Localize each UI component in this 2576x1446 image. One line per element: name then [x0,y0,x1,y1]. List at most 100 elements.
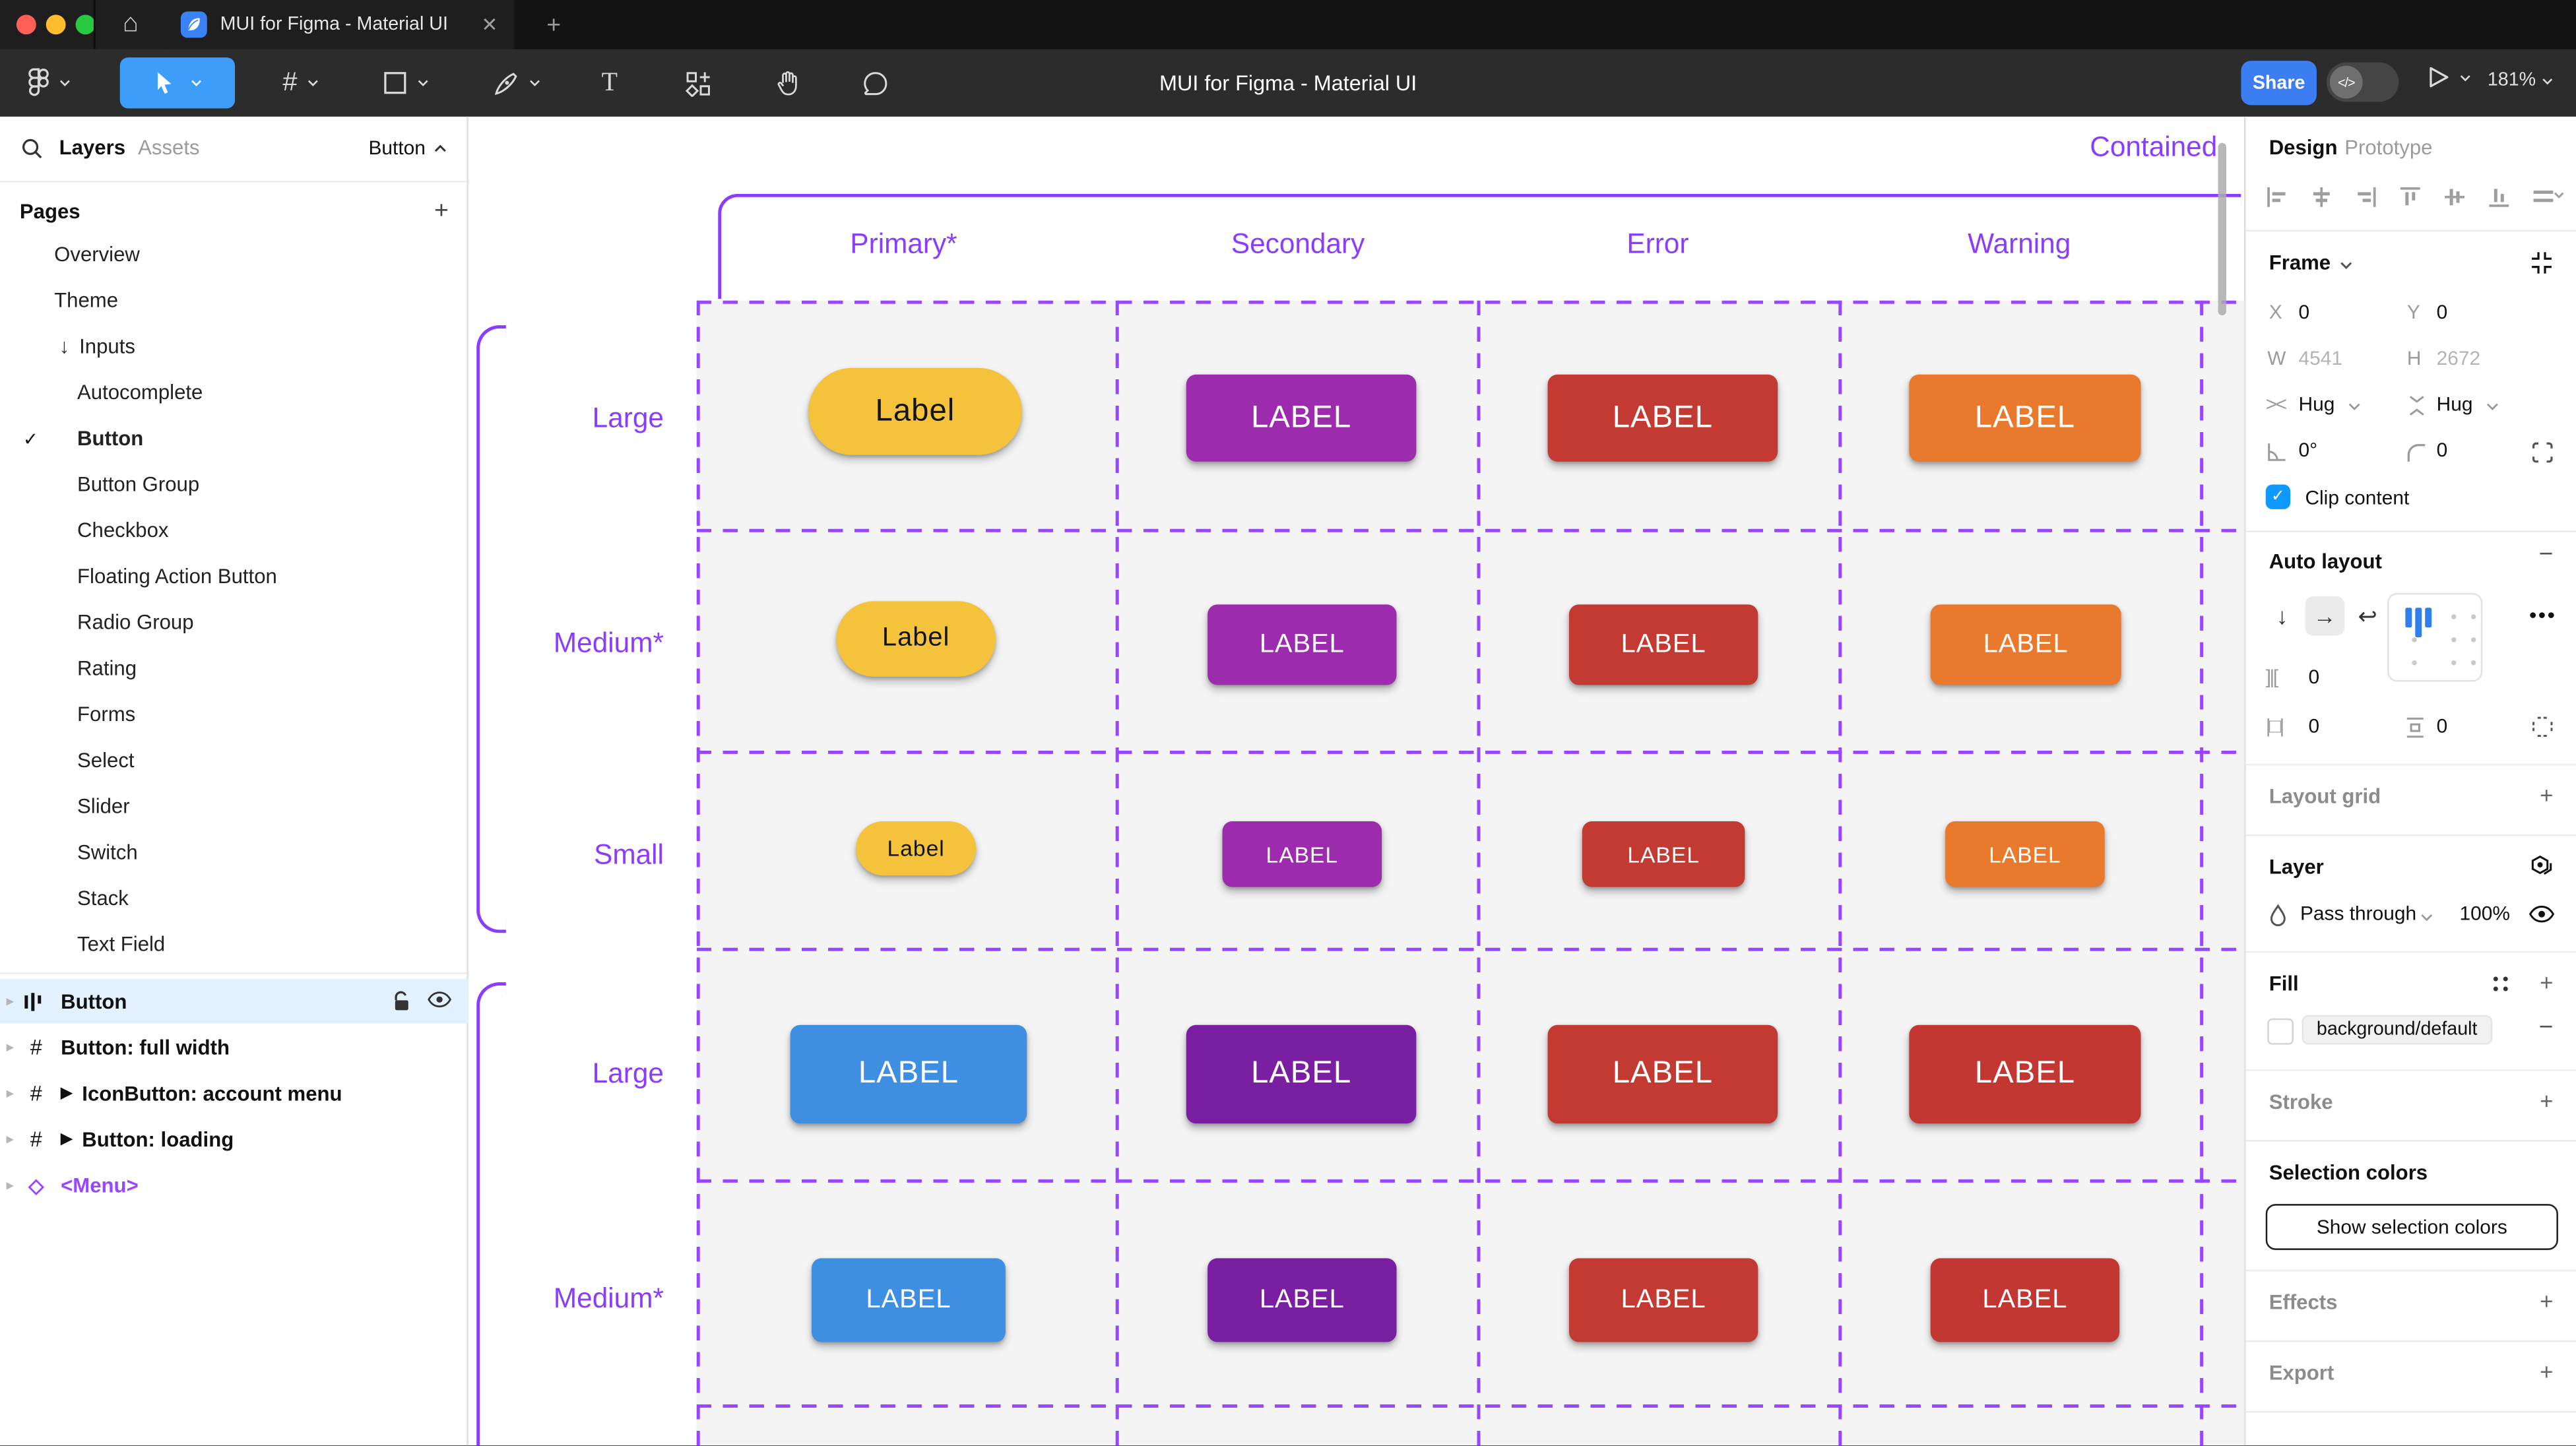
show-selection-colors-button[interactable]: Show selection colors [2266,1204,2558,1250]
main-menu-button[interactable] [13,57,86,108]
window-minimize-button[interactable] [46,15,66,34]
independent-corners-icon[interactable] [2532,442,2553,463]
auto-layout-more-button[interactable]: ••• [2529,603,2556,627]
width-input[interactable]: 4541 [2299,346,2342,369]
window-close-button[interactable] [16,15,36,34]
canvas-button-medium-error[interactable]: LABEL [1569,1258,1758,1342]
canvas[interactable]: Contained Primary*SecondaryErrorWarning … [468,117,2245,1445]
blend-mode-icon[interactable] [2528,854,2553,879]
sidebar-page-rating[interactable]: Rating [0,646,468,692]
disclosure-chevron-icon[interactable]: ▸ [7,1132,23,1147]
add-stroke-button[interactable]: + [2540,1087,2553,1114]
canvas-button-medium-primary[interactable]: Label [836,601,996,677]
sidebar-page-autocomplete[interactable]: Autocomplete [0,369,468,416]
layout-horizontal-button[interactable]: → [2305,596,2344,636]
y-input[interactable]: 0 [2437,301,2448,324]
layer-row-iconbutton-account-menu[interactable]: ▸#▶IconButton: account menu [0,1071,468,1115]
frame-title[interactable]: Contained [2090,131,2217,164]
x-input[interactable]: 0 [2299,301,2310,324]
canvas-button-large-primary[interactable]: LABEL [790,1025,1027,1123]
align-right-icon[interactable] [2354,185,2377,208]
distribute-icon[interactable] [2532,185,2565,208]
zoom-level-dropdown[interactable]: 181% [2488,71,2554,90]
disclosure-chevron-icon[interactable]: ▸ [7,1040,23,1054]
tab-design[interactable]: Design [2269,137,2338,160]
frame-tool-button[interactable]: # [263,57,338,108]
lock-open-icon[interactable] [393,990,410,1011]
tab-assets[interactable]: Assets [138,137,199,160]
instance-expand-icon[interactable]: ▶ [61,1130,72,1148]
sidebar-page-select[interactable]: Select [0,738,468,784]
dev-mode-toggle[interactable]: </> [2327,63,2399,102]
tab-close-icon[interactable]: ✕ [481,13,498,36]
canvas-button-large-warning[interactable]: LABEL [1909,1025,2141,1123]
layer-row-button-full-width[interactable]: ▸#Button: full width [0,1025,468,1069]
canvas-button-large-warning[interactable]: LABEL [1909,375,2141,462]
canvas-button-medium-error[interactable]: LABEL [1569,604,1758,685]
add-page-button[interactable]: + [434,197,449,225]
canvas-button-small-secondary[interactable]: LABEL [1223,821,1382,887]
canvas-button-medium-warning[interactable]: LABEL [1931,1258,2119,1342]
padding-v-input[interactable]: 0 [2437,714,2448,738]
canvas-scrollbar[interactable] [2218,143,2226,315]
clip-content-checkbox[interactable]: ✓ [2266,485,2290,509]
layer-row-button-loading[interactable]: ▸#▶Button: loading [0,1117,468,1161]
resources-tool-button[interactable] [670,57,726,108]
padding-h-input[interactable]: 0 [2308,714,2319,738]
canvas-button-large-secondary[interactable]: LABEL [1186,1025,1417,1123]
page-selector[interactable]: Button [368,137,447,160]
canvas-button-small-primary[interactable]: Label [856,821,976,875]
layout-wrap-button[interactable]: ↩ [2348,596,2387,636]
sidebar-page-text-field[interactable]: Text Field [0,922,468,968]
canvas-button-medium-secondary[interactable]: LABEL [1208,604,1396,685]
hug-horizontal-dropdown[interactable]: Hug [2299,393,2335,416]
eye-icon[interactable] [2528,905,2555,923]
blend-mode-dropdown[interactable]: Pass through [2300,902,2416,925]
canvas-button-medium-primary[interactable]: LABEL [812,1258,1006,1342]
align-h-center-icon[interactable] [2310,185,2333,208]
styles-icon[interactable] [2491,974,2511,994]
disclosure-chevron-icon[interactable]: ▸ [7,1086,23,1100]
document-tab[interactable]: MUI for Figma - Material UI ✕ [164,0,514,49]
add-export-button[interactable]: + [2540,1358,2553,1385]
canvas-button-small-warning[interactable]: LABEL [1945,821,2105,887]
sidebar-page-radio-group[interactable]: Radio Group [0,600,468,646]
canvas-button-small-error[interactable]: LABEL [1582,821,1745,887]
tab-prototype[interactable]: Prototype [2344,137,2432,160]
independent-padding-icon[interactable] [2532,716,2553,738]
add-effect-button[interactable]: + [2540,1288,2553,1314]
align-v-center-icon[interactable] [2443,185,2466,208]
hug-vertical-dropdown[interactable]: Hug [2437,393,2473,416]
canvas-button-medium-secondary[interactable]: LABEL [1208,1258,1396,1342]
window-zoom-button[interactable] [76,15,96,34]
add-layout-grid-button[interactable]: + [2540,782,2553,808]
sidebar-page-overview[interactable]: Overview [0,232,468,278]
gap-input[interactable]: 0 [2308,665,2319,688]
tab-layers[interactable]: Layers [59,137,125,160]
frame-section-title[interactable]: Frame [2269,251,2331,274]
shape-tool-button[interactable] [368,57,444,108]
eye-icon[interactable] [427,990,451,1008]
remove-auto-layout-button[interactable]: − [2539,540,2554,568]
canvas-button-large-error[interactable]: LABEL [1548,375,1778,462]
pen-tool-button[interactable] [476,57,556,108]
corner-radius-input[interactable]: 0 [2437,439,2448,462]
layer-row--menu-[interactable]: ▸◇<Menu> [0,1163,468,1207]
sidebar-page-checkbox[interactable]: Checkbox [0,507,468,553]
move-tool-button[interactable] [120,57,235,108]
text-tool-button[interactable]: T [585,57,634,108]
sidebar-page-inputs[interactable]: ↓Inputs [0,324,468,370]
sidebar-page-forms[interactable]: Forms [0,691,468,738]
align-left-icon[interactable] [2266,185,2289,208]
fill-row[interactable]: background/default − [2246,1017,2576,1050]
shrink-frame-icon[interactable] [2530,251,2554,274]
sidebar-page-switch[interactable]: Switch [0,829,468,875]
height-input[interactable]: 2672 [2437,346,2480,369]
hand-tool-button[interactable] [759,57,815,108]
disclosure-chevron-icon[interactable]: ▸ [7,1178,23,1192]
search-icon[interactable] [21,138,42,159]
canvas-button-medium-warning[interactable]: LABEL [1931,604,2121,685]
canvas-button-large-error[interactable]: LABEL [1548,1025,1778,1123]
layout-vertical-button[interactable]: ↓ [2263,596,2302,636]
clip-content-row[interactable]: ✓ Clip content [2246,485,2576,518]
